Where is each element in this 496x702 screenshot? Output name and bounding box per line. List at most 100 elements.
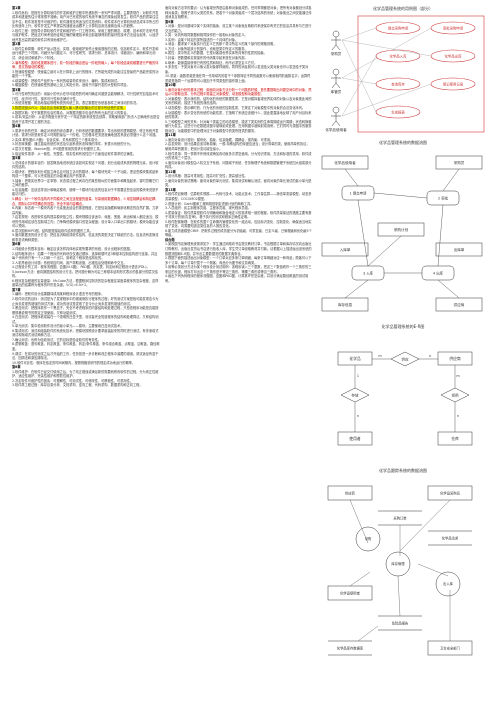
paragraph: 9.多态性：子类对象可以像父类对象那样使用，同样的消息既可以发送给父类对象也可以… bbox=[165, 65, 309, 74]
dfd-flow bbox=[442, 168, 460, 191]
er-relationship-label: 供应 bbox=[401, 356, 409, 361]
section-heading: 第10章 bbox=[165, 83, 176, 88]
paragraph: 2.结构程序设计：如果一个程序的代码块仅仅通过顺序、选择和循环这3种基本控制结构… bbox=[12, 251, 158, 261]
section-heading: 第12章 bbox=[165, 169, 176, 174]
er-cardinality: 1 bbox=[357, 374, 359, 378]
paragraph: 4.信息隐藏：应该这样设计和确定模块，使得一个模块内包含的信息对于不需要这些信息… bbox=[12, 187, 159, 197]
dfd-entity-label: 供应商 bbox=[454, 302, 465, 307]
er-cardinality: n bbox=[357, 414, 359, 418]
paragraph: 2.软件工程：是指导计算机软件开发和维护的一门工程学科。采用工程的概念、原理、技… bbox=[12, 28, 159, 42]
section-heading: 第8章 bbox=[12, 365, 21, 370]
paragraph: 3.人员组织：民主制程序员组、主程序员组、现代程序员组。 bbox=[165, 206, 251, 211]
d4-flow bbox=[397, 575, 401, 616]
paragraph: 8.继承：能够直接获得已有的性质和特征，而不必重复定义它们。 bbox=[165, 60, 258, 65]
paragraph: 3.黑盒测试：把程序看作一个黑盒子，完全不考虑程序的内部结构和处理过程，只检查程… bbox=[12, 306, 159, 315]
d4-label: 采购订单 bbox=[393, 515, 407, 520]
paragraph: 4.白盒测试：把程序看成装在一个透明的白盒子里，测试者完全知道程序的结构和处理算… bbox=[12, 315, 159, 324]
section-heading: 第1章 bbox=[12, 6, 21, 10]
paragraph: 1.软件项目管理：估算软件规模——代码行技术、功能点技术；工作量估算——静态单变… bbox=[165, 192, 312, 201]
er-relationship-label: 领用 bbox=[451, 392, 459, 397]
tracking-dfd-title: 化学品跟踪系统的数据流图 bbox=[379, 468, 427, 474]
dfd-title: 化学品管理系统的数据流图 bbox=[379, 140, 427, 146]
paragraph: 1.某校园书店管理系统需求如下：学生通过网络向书店提交教材订单，书店根据订单和库… bbox=[165, 242, 312, 256]
d4-label: 化学品采购员 bbox=[440, 490, 460, 495]
paragraph: 6.能力成熟度模型CMM：把软件过程的成熟度分为初始级、可重复级、已定义级、已管… bbox=[165, 228, 312, 238]
dfd-process-label: 1 提交申请 bbox=[350, 190, 367, 195]
dfd-flow bbox=[357, 199, 369, 266]
d4-flow bbox=[417, 563, 449, 577]
paragraph: 10.重载：函数重载是指在同一作用域内的若干个参数特征不同的函数可以使用相同的函… bbox=[165, 74, 311, 83]
dfd-svg: 化学品使用者采购员供应商库存信息采购计划入库单出库单1 提交申请2 审批3 入库… bbox=[321, 155, 483, 311]
use-case-label: 生成报表 bbox=[391, 109, 405, 114]
paragraph: 3.软件重用：同一事物不作修改或稍加改动就多次重复使用。分为知识重用、方法和标准… bbox=[165, 151, 312, 161]
paragraph: 10.软件可靠性：程序在给定的时间间隔内，按照规格说明书的规定成功地运行的概率。 bbox=[12, 360, 136, 365]
er-entity-label: 化学品 bbox=[349, 356, 361, 361]
d4-label: 库存管理 bbox=[391, 561, 405, 566]
section-heading: 第3章 bbox=[12, 87, 21, 92]
paragraph: 3.状态转换图：通过描绘系统的状态及引起系统状态转换的事件，来表示系统的行为。 bbox=[12, 142, 133, 147]
paragraph: 2.对象模型：表示静态的、结构化的系统的数据性质。它是对模拟客观世界实体的对象以… bbox=[165, 96, 312, 106]
dfd-entity-label: 化学品使用者 bbox=[334, 160, 356, 165]
dfd-flow bbox=[344, 279, 369, 298]
paragraph: 3.实例：由某个特定的类所描述的一个具体的对象。 bbox=[165, 37, 239, 42]
paragraph: 1.总体设计的基本目的：回答概括地说系统应该如何实现这个问题；划分出组成系统的物… bbox=[12, 160, 159, 170]
paragraph: 5.方法：对象所能执行的操作，也就是类中所定义的服务。 bbox=[165, 46, 248, 51]
er-relationship bbox=[340, 387, 370, 403]
paragraph: 1.详细设计的根本目标：确定应该怎样具体地实现所要求的系统，设计出程序的蓝图。 bbox=[12, 246, 133, 251]
paragraph: 2.决定软件可维护性的因素：可理解性、可测试性、可修改性、可移植性、可重用性。 bbox=[12, 378, 133, 383]
use-case-label: 化学品出库 bbox=[445, 53, 463, 58]
d4-flow bbox=[357, 625, 379, 641]
paragraph: 1.对象：是对问题域中某个实体的抽象，设立某个对象就反映软件系统保存有关它的信息… bbox=[165, 24, 312, 33]
d4-label: 出入库 bbox=[443, 581, 454, 586]
d4-flow bbox=[399, 499, 451, 551]
paragraph: 6.属性：类中所定义的数据，它是对客观世界实体所具有的性质的抽象。 bbox=[165, 51, 267, 56]
paragraph: 8.逻辑覆盖：语句覆盖、判定覆盖、条件覆盖、判定/条件覆盖、条件组合覆盖、点覆盖… bbox=[12, 342, 160, 352]
dfd-flow bbox=[367, 235, 402, 266]
paragraph: 4.数据字典：关于数据的信息的集合，对数据流图中包含的所有元素的定义的集合。 bbox=[12, 110, 130, 115]
d4-label: 化学品使用者 bbox=[340, 590, 360, 595]
paragraph: 2.瀑布模型：各阶段按顺序进行，前一阶段的输出是后一阶段的输入；每个阶段结束前都… bbox=[12, 60, 159, 70]
d4-flow bbox=[349, 571, 371, 586]
paragraph: 5.Jackson方法：面向数据结构的设计方法，把问题分解为可由三种基本结构形式… bbox=[12, 269, 158, 279]
er-cardinality: m bbox=[456, 374, 460, 378]
paragraph: 9.面向数据流的设计方法：把信息流映射成软件结构，信息流的类型决定了映射的方法。… bbox=[12, 233, 159, 242]
paragraph: 2.系统流程图：概括地描绘物理系统的传统工具，表达数据在系统各部件之间流动的情况… bbox=[12, 101, 140, 106]
actor-label: 库管员 bbox=[331, 89, 342, 94]
actor-label: 采购员 bbox=[331, 51, 342, 56]
paragraph: 7.启发规则：改进软件结构提高模块独立性；模块规模应该适中；深度、宽度、扇出和扇… bbox=[12, 215, 159, 229]
paragraph: 9.调试：在成功的测试之后才开始的工作，任务是进一步诊断和改正程序中潜藏的错误。… bbox=[12, 351, 159, 361]
highlighted-text: 3.数据流图(DFD)：描绘信息流和数据从输入移动到输出的过程中所经受的变换。 bbox=[12, 106, 127, 111]
use-case-diagram-title: 化学品管理系统的用例图（部分） bbox=[373, 6, 433, 11]
d4-label: 化学品库存数据库 bbox=[337, 645, 364, 650]
paragraph: 6.程序复杂程度的定量度量：McCabe方法，根据程序控制流的复杂程度定量度量程… bbox=[12, 278, 159, 288]
paragraph: 1.软件危机：是指在计算机软件的开发和维护过程中所遇到的一系列严重问题。主要表现… bbox=[12, 10, 159, 29]
paragraph: 1.编码：把软件设计结果翻译成用某种程序设计语言书写的程序。 bbox=[12, 292, 105, 297]
er-entity-label: 供应商 bbox=[449, 356, 461, 361]
dfd-flow bbox=[437, 279, 460, 298]
paragraph: 1.面向对象设计准则：模块化、抽象、信息隐藏、弱耦合、强内聚、可重用。 bbox=[165, 137, 274, 142]
er-title: 化学品管理系统的E-R图 bbox=[381, 324, 425, 330]
section-heading: 第13章 bbox=[165, 187, 176, 192]
paragraph: 2.模块化：把程序划分成独立命名且可独立访问的模块，每个模块完成一个子功能，把这… bbox=[12, 169, 159, 179]
section-heading: 第6章 bbox=[12, 242, 21, 247]
paragraph: 2.软件测试的目标：测试是为了发现程序中的错误而执行程序的过程；好的测试方案是极… bbox=[12, 297, 159, 306]
paragraph: 2.类：对具有相同数据和相同操作的一组相似对象的定义。 bbox=[165, 33, 248, 38]
paragraph: 3.人机界面设计问题：系统响应时间、用户帮助设施、出错信息处理和命令交互。 bbox=[12, 260, 127, 265]
er-relationship bbox=[440, 387, 470, 403]
paragraph: 3.用等价类划分方法为某个程序设计测试用例：该程序读入三个整数，把这三个数值看作… bbox=[165, 265, 312, 274]
er-cardinality: n bbox=[457, 414, 459, 418]
paragraph: 5.耦合：对一个软件结构内不同模块之间互连程度的度量。尽量使用数据耦合，少用控制… bbox=[12, 196, 156, 206]
dfd-process-label: 4 出库 bbox=[433, 270, 444, 275]
paragraph: 5.三种模型之间的关系：针对每个类建立的动态模型，描述了类实例的生命周期或运行周… bbox=[165, 119, 312, 133]
paragraph: 1.需求分析的任务：确定对系统的综合要求；分析系统的数据要求；导出系统的逻辑模型… bbox=[12, 128, 159, 138]
use-case-label: 查询库存 bbox=[391, 81, 405, 86]
paragraph: 5.成本/效益分析：从经济角度分析开发一个特定的新系统是否划算，帮助使用部门负责… bbox=[12, 115, 160, 124]
dfd-process-label: 3 入库 bbox=[363, 270, 374, 275]
paragraph: 4.增量模型：把软件产品作为一系列的增量构件来设计、编码、集成和测试。 bbox=[12, 78, 121, 83]
paragraph: 2.启发规则：设计结果应该清晰易懂；一般-特殊结构的深度应适当；设计简单的类；使… bbox=[165, 142, 310, 151]
d4-process bbox=[435, 571, 461, 597]
section-heading: 第11章 bbox=[165, 133, 176, 138]
